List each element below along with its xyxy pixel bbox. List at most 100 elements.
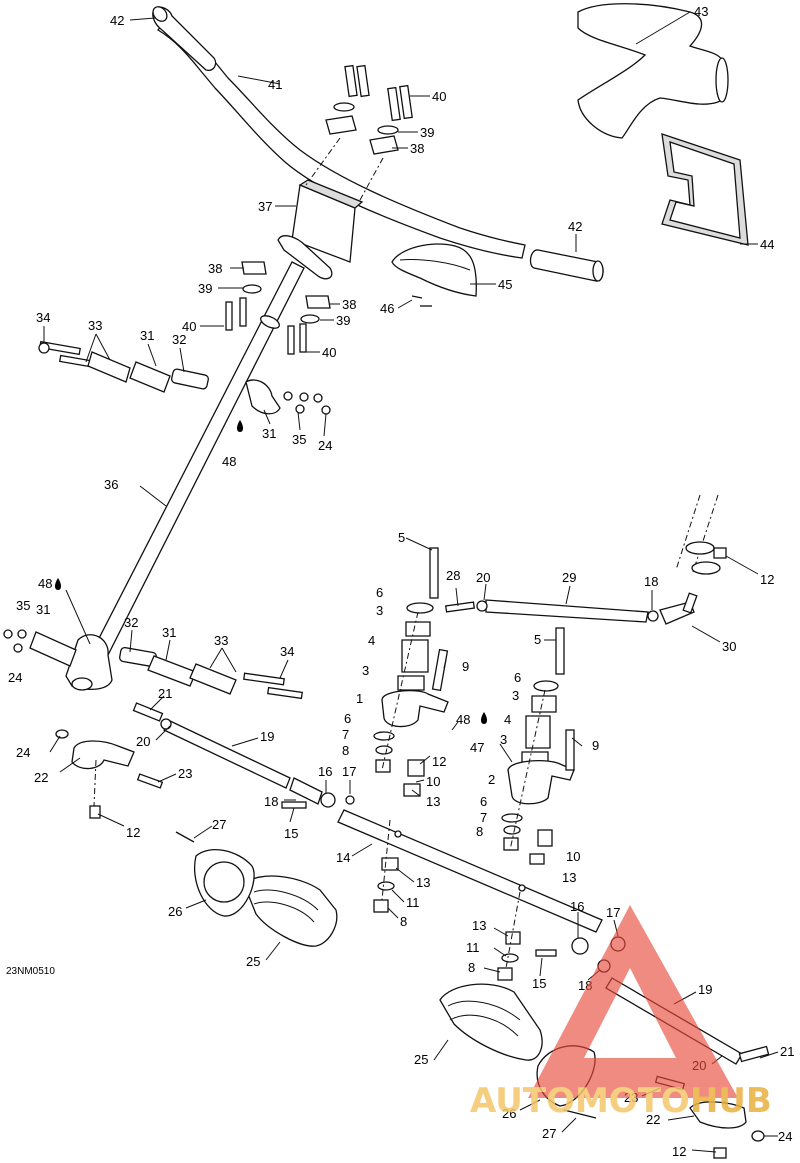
- callout-44: 44: [760, 237, 774, 252]
- callout-12: 12: [760, 572, 774, 587]
- svg-text:AUTOMOTOHUB: AUTOMOTOHUB: [470, 1081, 772, 1121]
- watermark-text-a: AUTOMOTO: [470, 1081, 690, 1121]
- callout-26: 26: [168, 904, 182, 919]
- callout-3-lower: 3: [362, 663, 369, 678]
- handlebar-cover: [391, 243, 477, 297]
- callout-1: 1: [356, 691, 363, 706]
- callout-48-pivot: 48: [456, 712, 470, 727]
- callout-36: 36: [104, 477, 118, 492]
- callout-24: 24: [318, 438, 332, 453]
- callout-39-lower-right: 39: [336, 313, 350, 328]
- callout-48-lower: 48: [38, 576, 52, 591]
- callout-48: 48: [222, 454, 236, 469]
- callout-11-right: 11: [466, 940, 480, 955]
- steering-arm-left: [55, 729, 164, 819]
- handlebar: [152, 6, 526, 259]
- callout-5: 5: [398, 530, 405, 545]
- callout-27-right: 27: [542, 1126, 556, 1141]
- callout-16-right: 16: [570, 899, 584, 914]
- callout-32: 32: [172, 332, 186, 347]
- callout-28: 28: [446, 568, 460, 583]
- drawing-code: 23NM0510: [6, 966, 55, 977]
- callout-4-right: 4: [504, 712, 511, 727]
- callout-12-right: 12: [672, 1144, 686, 1159]
- callout-21-right: 21: [780, 1044, 794, 1059]
- boot-ring-left: [194, 849, 255, 917]
- callout-42-right: 42: [568, 219, 582, 234]
- callout-35-lower: 35: [16, 598, 30, 613]
- callout-20-lower: 20: [136, 734, 150, 749]
- callout-17: 17: [342, 764, 356, 779]
- callout-19: 19: [260, 729, 274, 744]
- pivot-stack-right: [501, 627, 575, 865]
- watermark-triangle: [528, 905, 738, 1098]
- callout-15: 15: [284, 826, 298, 841]
- steering-column: [93, 261, 305, 656]
- callout-14: 14: [336, 850, 350, 865]
- callout-19-right: 19: [698, 982, 712, 997]
- handlebar-pad: [577, 3, 729, 139]
- clamp-caps-lower: [225, 261, 331, 355]
- callout-34-lower: 34: [280, 644, 294, 659]
- callout-35: 35: [292, 432, 306, 447]
- callout-42: 42: [110, 13, 124, 28]
- callout-43: 43: [694, 4, 708, 19]
- handlebar-grip-right: [529, 249, 604, 282]
- clamp-caps-upper: [325, 115, 399, 155]
- callout-45: 45: [498, 277, 512, 292]
- bolts-upper: [344, 64, 413, 122]
- callout-31-arm: 31: [262, 426, 276, 441]
- callout-3: 3: [376, 603, 383, 618]
- callout-29: 29: [562, 570, 576, 585]
- callout-17-right: 17: [606, 905, 620, 920]
- callout-13: 13: [426, 794, 440, 809]
- boot-right: [439, 983, 543, 1061]
- callout-38: 38: [410, 141, 424, 156]
- callout-25-right: 25: [414, 1052, 428, 1067]
- callout-labels: 42 41 40 39 38 37 43 44 42 45 46 38 39 4…: [6, 4, 794, 1159]
- boot-left: [243, 875, 338, 947]
- callout-30: 30: [722, 639, 736, 654]
- callout-31-lower: 31: [36, 602, 50, 617]
- handlebar-riser: [277, 179, 364, 280]
- lower-link-assembly: [3, 629, 303, 700]
- callout-13-bar: 13: [416, 875, 430, 890]
- callout-2: 2: [488, 772, 495, 787]
- windshield-decal: [661, 133, 749, 246]
- callout-27: 27: [212, 817, 226, 832]
- callout-18-lower: 18: [264, 794, 278, 809]
- callout-20: 20: [476, 570, 490, 585]
- callout-21: 21: [158, 686, 172, 701]
- callout-24-right: 24: [778, 1129, 792, 1144]
- callout-22-right: 22: [646, 1112, 660, 1127]
- callout-31-lower-link: 31: [162, 625, 176, 640]
- callout-23: 23: [178, 766, 192, 781]
- callout-40-lower-left: 40: [182, 319, 196, 334]
- upper-tie-rod: [444, 592, 698, 625]
- watermark-text-b: HUB: [690, 1081, 772, 1121]
- watermark-logo: AUTOMOTOHUB: [470, 905, 772, 1121]
- callout-39-lower-left: 39: [198, 281, 212, 296]
- spindle-upper: [675, 494, 727, 576]
- callout-8-right: 8: [476, 824, 483, 839]
- cover-screws: [411, 295, 432, 307]
- callout-6: 6: [376, 585, 383, 600]
- callout-8-bar-right: 8: [468, 960, 475, 975]
- callout-7-right: 7: [480, 810, 487, 825]
- callout-38-lower-right: 38: [342, 297, 356, 312]
- callout-10-right: 10: [566, 849, 580, 864]
- callout-18: 18: [644, 574, 658, 589]
- callout-6-right: 6: [514, 670, 521, 685]
- callout-38-lower-left: 38: [208, 261, 222, 276]
- callout-47: 47: [470, 740, 484, 755]
- callout-6-lower: 6: [344, 711, 351, 726]
- callout-46: 46: [380, 301, 394, 316]
- callout-8: 8: [342, 743, 349, 758]
- callout-3-right: 3: [512, 688, 519, 703]
- callout-16: 16: [318, 764, 332, 779]
- callout-37: 37: [258, 199, 272, 214]
- callout-33-lower: 33: [214, 633, 228, 648]
- lubricant-drop-icon: [55, 420, 487, 724]
- callout-6-right-lower: 6: [480, 794, 487, 809]
